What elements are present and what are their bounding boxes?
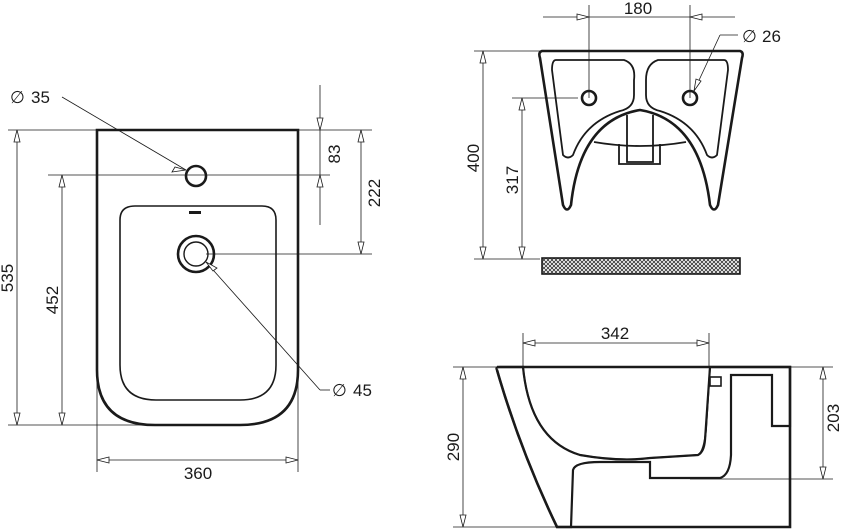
dim-360: 360 — [184, 464, 212, 483]
dim-317: 317 — [503, 166, 522, 194]
dim-290: 290 — [444, 433, 463, 461]
dim-342: 342 — [601, 324, 629, 343]
tap-hole — [184, 164, 208, 188]
dim-535: 535 — [0, 264, 17, 292]
floor-hatch — [541, 257, 741, 275]
dim-dia-26: 26 — [762, 27, 781, 46]
basin-outline — [119, 205, 277, 401]
side-section-front — [495, 365, 792, 529]
side-view: 342 290 203 — [444, 324, 841, 529]
diameter-symbol: ∅ — [742, 27, 757, 46]
dim-203: 203 — [824, 404, 841, 432]
dim-dia-45: 45 — [353, 381, 372, 400]
outlet — [618, 115, 661, 165]
side-outline — [495, 365, 792, 529]
dim-180: 180 — [624, 0, 652, 18]
arrowheads-front — [479, 13, 703, 260]
dim-222: 222 — [365, 179, 384, 207]
diameter-symbol: ∅ — [10, 88, 25, 107]
arrowheads-top — [13, 117, 365, 464]
front-view: 180 ∅ 26 400 317 — [464, 0, 781, 275]
arrowheads-side — [459, 339, 827, 528]
diameter-symbol: ∅ — [332, 381, 347, 400]
dim-452: 452 — [43, 286, 62, 314]
dim-83: 83 — [325, 145, 344, 164]
dim-400: 400 — [464, 144, 483, 172]
bidet-outline-top — [95, 128, 300, 427]
front-outline — [538, 49, 744, 211]
dim-dia-35: 35 — [31, 88, 50, 107]
bowl-inner — [522, 366, 711, 461]
overflow-slot — [189, 211, 201, 214]
top-view: 535 452 83 222 360 ∅ 35 ∅ 45 — [0, 85, 384, 483]
drain-inner — [183, 241, 209, 267]
